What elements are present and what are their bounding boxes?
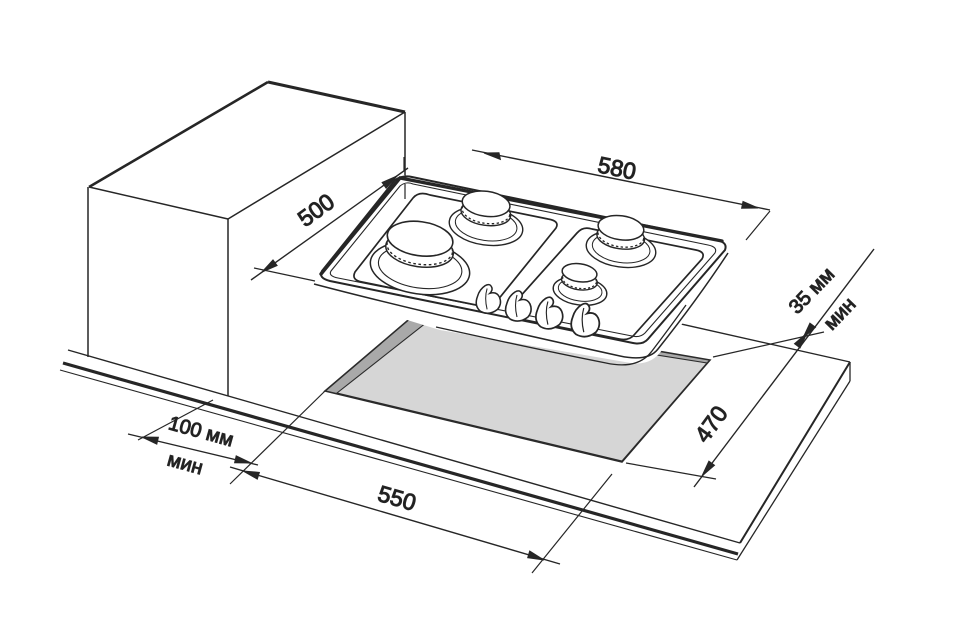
ext-cutout-right-corner <box>712 331 825 358</box>
cabinet <box>87 80 406 396</box>
dim-label-cutout-width: 550 <box>375 480 419 516</box>
burner-right-back <box>585 214 657 269</box>
arrowhead <box>141 436 160 445</box>
arrowhead <box>261 259 278 273</box>
knob-3 <box>535 296 564 330</box>
arrowhead <box>701 460 716 477</box>
cabinet-right-face <box>228 112 405 396</box>
right-burner-panel <box>507 227 704 341</box>
countertop-front-edge <box>59 349 741 561</box>
burner-left-front <box>369 220 471 296</box>
knob-1 <box>475 283 502 315</box>
knob-4 <box>570 302 601 338</box>
arrowhead <box>233 455 252 464</box>
burner-left-back <box>448 190 524 247</box>
cooktop-rim-lip <box>313 252 729 359</box>
knob-2 <box>504 290 532 322</box>
ext-cutout-front-corner-550 <box>531 473 613 574</box>
arrowhead <box>740 200 759 209</box>
cooktop-tub-edge <box>435 304 687 366</box>
burner-right-front <box>552 262 608 307</box>
ext-cutout-front-corner-470 <box>625 462 717 480</box>
arrowhead <box>527 550 545 561</box>
arrowhead <box>483 152 502 161</box>
ext-cutout-left-corner <box>229 390 326 485</box>
control-knobs <box>475 283 601 338</box>
arrowhead <box>793 332 808 349</box>
extension-lines-lower <box>137 331 825 574</box>
dim-label-rear-clearance-qualifier: мин <box>820 293 861 334</box>
cooktop <box>310 175 735 366</box>
cabinet-top-face <box>89 82 405 219</box>
arrowhead <box>242 470 261 480</box>
dim-label-side-clearance-qualifier: мин <box>165 449 206 480</box>
dim-label-cutout-depth: 470 <box>689 401 733 447</box>
arrowhead <box>381 175 398 190</box>
countertop-right-face <box>737 362 850 560</box>
dim-label-hob-width: 580 <box>596 151 639 184</box>
cabinet-front-face <box>88 187 228 396</box>
ext-cabinet-corner <box>137 399 214 441</box>
